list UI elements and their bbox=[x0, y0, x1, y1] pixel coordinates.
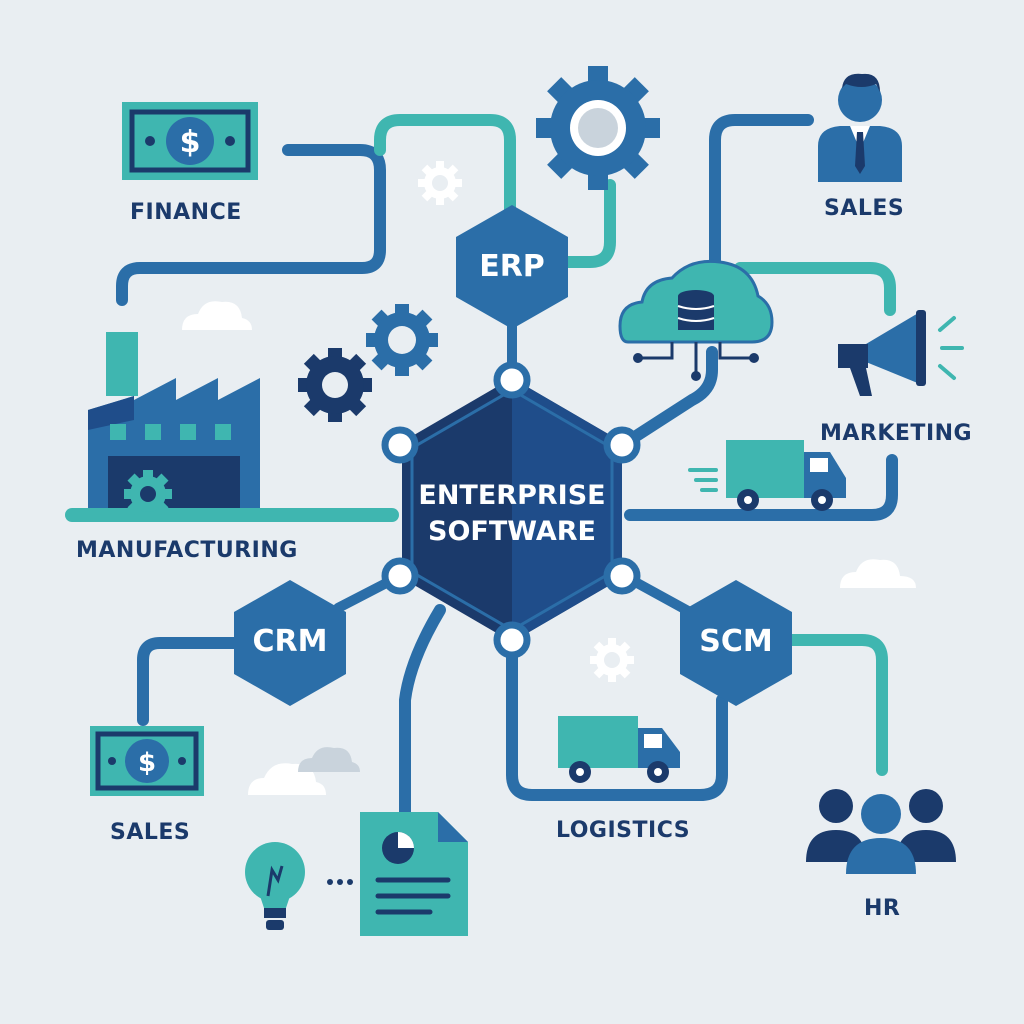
gear-icon-left-large bbox=[366, 304, 438, 376]
svg-text:$: $ bbox=[138, 748, 156, 778]
node-upper-right bbox=[603, 426, 641, 464]
sales-top-label: SALES bbox=[824, 196, 905, 221]
cloud-icon-bottom-gray bbox=[298, 747, 360, 772]
people-icon bbox=[806, 789, 956, 874]
erp-label: ERP bbox=[479, 249, 545, 284]
node-lower-right bbox=[603, 557, 641, 595]
crm-hexagon bbox=[234, 580, 346, 706]
finance-label: FINANCE bbox=[130, 200, 242, 225]
cloud-icon bbox=[182, 301, 252, 330]
sales-bottom-label: SALES bbox=[110, 820, 191, 845]
cloud-icon-right bbox=[840, 559, 916, 588]
node-upper-left bbox=[381, 426, 419, 464]
logistics-truck-icon bbox=[558, 716, 680, 783]
node-bottom bbox=[493, 621, 531, 659]
erp-hexagon bbox=[456, 205, 568, 329]
scm-label: SCM bbox=[699, 624, 773, 659]
node-lower-left bbox=[381, 557, 419, 595]
crm-label: CRM bbox=[252, 624, 328, 659]
truck-icon bbox=[688, 440, 846, 511]
node-rings bbox=[381, 361, 641, 659]
factory-icon bbox=[88, 332, 260, 518]
businessman-icon bbox=[818, 73, 902, 182]
document-chart-icon bbox=[360, 812, 468, 936]
center-title-line2: SOFTWARE bbox=[428, 516, 596, 547]
small-gear-icon bbox=[418, 161, 462, 205]
svg-text:$: $ bbox=[180, 125, 201, 160]
hr-label: HR bbox=[864, 896, 901, 921]
node-top bbox=[493, 361, 531, 399]
gear-icon-left-dark bbox=[298, 348, 372, 422]
megaphone-icon bbox=[838, 310, 964, 396]
manufacturing-label: MANUFACTURING bbox=[76, 538, 298, 563]
finance-money-icon: $ bbox=[122, 102, 258, 180]
center-title-line1: ENTERPRISE bbox=[418, 480, 606, 511]
center-hexagon bbox=[402, 378, 622, 642]
marketing-label: MARKETING bbox=[820, 421, 973, 446]
lightbulb-icon bbox=[245, 842, 353, 930]
logistics-label: LOGISTICS bbox=[556, 818, 691, 843]
center-title: ENTERPRISE SOFTWARE bbox=[384, 478, 640, 550]
scm-hexagon bbox=[680, 580, 792, 706]
money-icon: $ bbox=[90, 726, 204, 796]
cloud-database-icon bbox=[618, 259, 774, 381]
gear-icon bbox=[536, 66, 660, 190]
connector-lines bbox=[65, 114, 898, 818]
small-gear-icon-bottom bbox=[590, 638, 634, 682]
